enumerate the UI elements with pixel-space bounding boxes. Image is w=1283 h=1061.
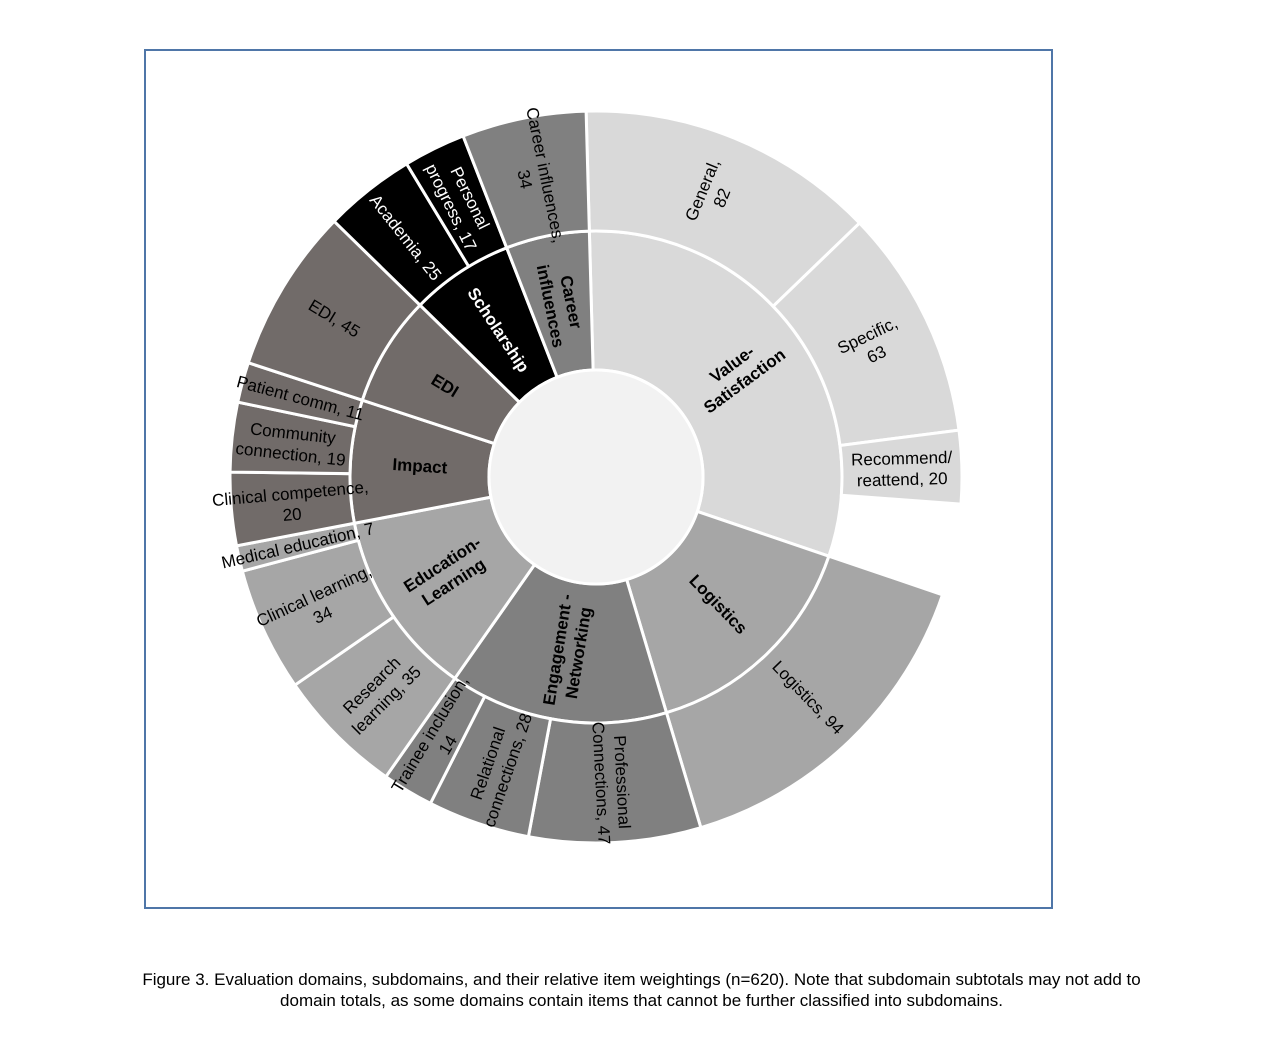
domain-label-impact: Impact <box>392 455 448 478</box>
sunburst-chart: Value-SatisfactionGeneral,82Specific,63R… <box>211 106 964 845</box>
subdomain-label-recommend-reattend-20: Recommend/reattend, 20 <box>851 448 953 491</box>
center-hole <box>487 368 705 586</box>
figure-caption-line-2: domain totals, as some domains contain i… <box>280 991 1003 1010</box>
subdomain-segment-career-influences-34 <box>461 109 591 250</box>
segments-layer <box>228 109 964 845</box>
subdomain-segment-recommend-reattend-20 <box>838 428 964 506</box>
figure-caption-line-1: Figure 3. Evaluation domains, subdomains… <box>142 970 1141 989</box>
